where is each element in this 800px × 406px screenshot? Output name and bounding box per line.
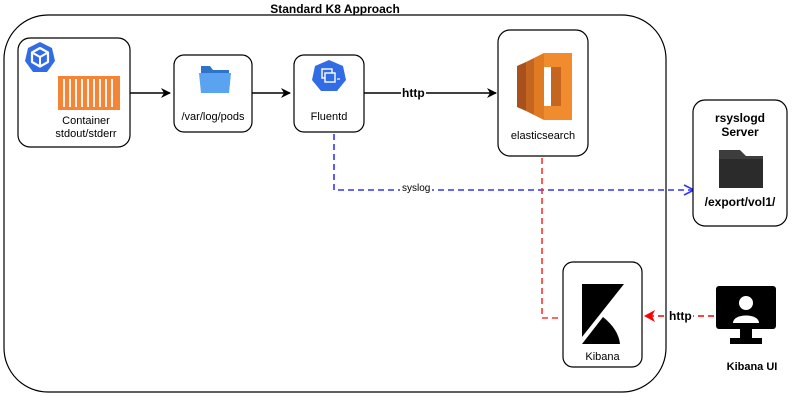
rsyslogd-folder-icon bbox=[719, 150, 763, 188]
container-label-line2: stdout/stderr bbox=[55, 128, 117, 140]
rsyslogd-title-line1: rsyslogd bbox=[714, 111, 765, 125]
kibana-ui-label: Kibana UI bbox=[726, 361, 778, 373]
diagram-title: Standard K8 Approach bbox=[270, 2, 400, 16]
shipping-container-icon bbox=[58, 76, 120, 110]
http-ui-edge-label: http bbox=[668, 309, 693, 323]
pods-folder-icon bbox=[199, 66, 231, 93]
elasticsearch-label: elasticsearch bbox=[510, 130, 576, 142]
pods-node bbox=[173, 54, 253, 133]
edge-es-to-kibana bbox=[541, 158, 561, 319]
elasticsearch-icon bbox=[517, 53, 572, 120]
rsyslogd-title-line2: Server bbox=[721, 125, 759, 139]
edge-fluentd-to-rsyslog bbox=[333, 134, 694, 190]
container-label-line1: Container bbox=[62, 115, 110, 127]
rsyslogd-path-label: /export/vol1/ bbox=[704, 195, 776, 209]
fluentd-icon bbox=[312, 60, 346, 91]
kubernetes-icon bbox=[22, 40, 58, 76]
pods-label: /var/log/pods bbox=[181, 111, 245, 123]
fluentd-label: Fluentd bbox=[310, 111, 348, 123]
kibana-label: Kibana bbox=[585, 351, 620, 363]
syslog-edge-label: syslog bbox=[400, 183, 433, 194]
user-monitor-icon bbox=[716, 286, 776, 344]
kibana-icon bbox=[582, 284, 624, 344]
fluentd-node bbox=[293, 54, 365, 133]
http-edge-label: http bbox=[401, 86, 426, 100]
